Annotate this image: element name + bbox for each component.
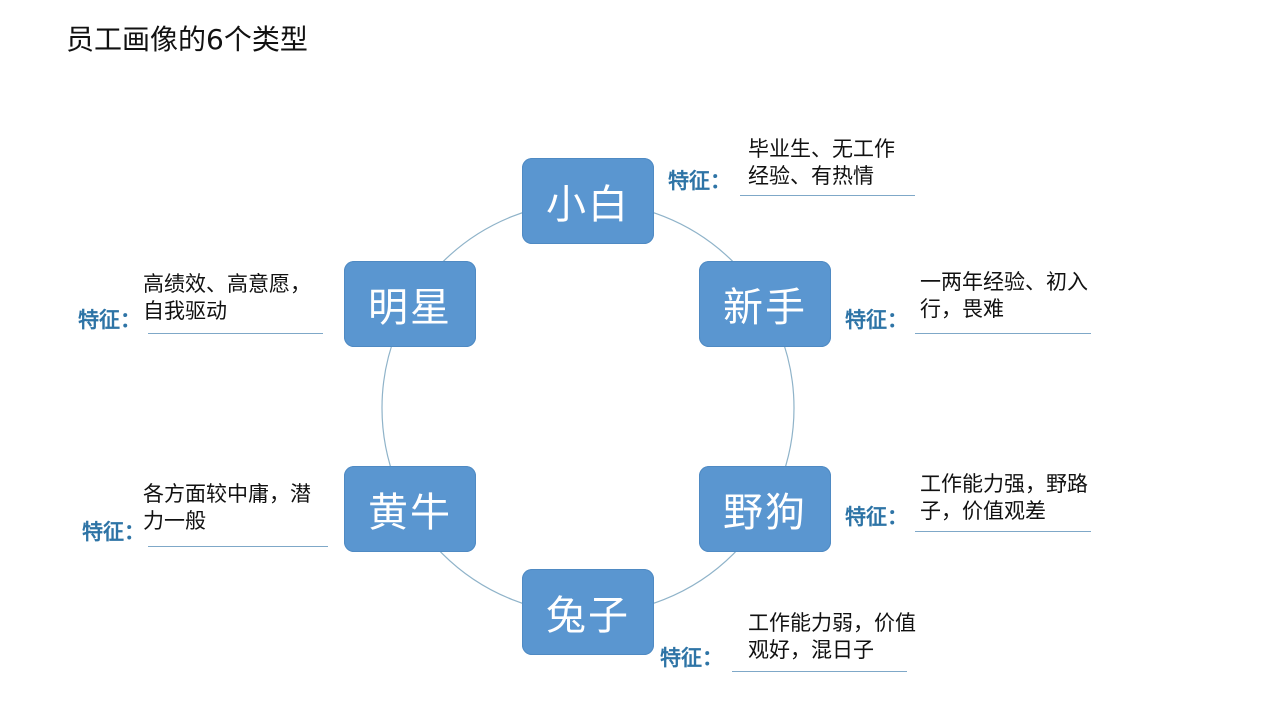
node-yegou: 野狗 (699, 466, 831, 552)
desc-line: 子，价值观差 (920, 499, 1046, 523)
underline (915, 333, 1091, 334)
desc-line: 各方面较中庸，潜 (143, 482, 311, 506)
desc-line: 行，畏难 (920, 297, 1004, 321)
feature-desc-xinshou: 一两年经验、初入 行，畏难 (920, 269, 1088, 323)
node-tuzi: 兔子 (522, 569, 654, 655)
feature-desc-xiaobai: 毕业生、无工作 经验、有热情 (748, 136, 895, 190)
node-mingxing: 明星 (344, 261, 476, 347)
desc-line: 毕业生、无工作 (748, 137, 895, 161)
desc-line: 工作能力弱，价值 (748, 611, 916, 635)
underline (148, 546, 328, 547)
node-label: 兔子 (546, 593, 630, 639)
feature-desc-huangniu: 各方面较中庸，潜 力一般 (143, 481, 311, 535)
desc-line: 一两年经验、初入 (920, 270, 1088, 294)
page-title: 员工画像的6个类型 (66, 23, 308, 56)
feature-label: 特征： (845, 308, 908, 332)
feature-label: 特征： (845, 505, 908, 529)
desc-line: 工作能力强，野路 (920, 472, 1088, 496)
feature-desc-yegou: 工作能力强，野路 子，价值观差 (920, 471, 1088, 525)
node-label: 黄牛 (368, 490, 452, 536)
underline (740, 195, 915, 196)
feature-label: 特征： (78, 308, 141, 332)
node-label: 小白 (546, 182, 630, 228)
desc-line: 自我驱动 (143, 299, 227, 323)
feature-label: 特征： (668, 169, 731, 193)
desc-line: 观好，混日子 (748, 638, 874, 662)
underline (915, 531, 1091, 532)
node-xinshou: 新手 (699, 261, 831, 347)
desc-line: 高绩效、高意愿， (143, 272, 311, 296)
underline (732, 671, 907, 672)
node-label: 野狗 (723, 490, 807, 536)
desc-line: 力一般 (143, 509, 206, 533)
node-label: 明星 (368, 285, 452, 331)
feature-label: 特征： (82, 520, 145, 544)
feature-label: 特征： (660, 646, 723, 670)
desc-line: 经验、有热情 (748, 164, 874, 188)
node-label: 新手 (723, 285, 807, 331)
underline (148, 333, 323, 334)
feature-desc-tuzi: 工作能力弱，价值 观好，混日子 (748, 610, 916, 664)
node-huangniu: 黄牛 (344, 466, 476, 552)
feature-desc-mingxing: 高绩效、高意愿， 自我驱动 (143, 271, 311, 325)
node-xiaobai: 小白 (522, 158, 654, 244)
